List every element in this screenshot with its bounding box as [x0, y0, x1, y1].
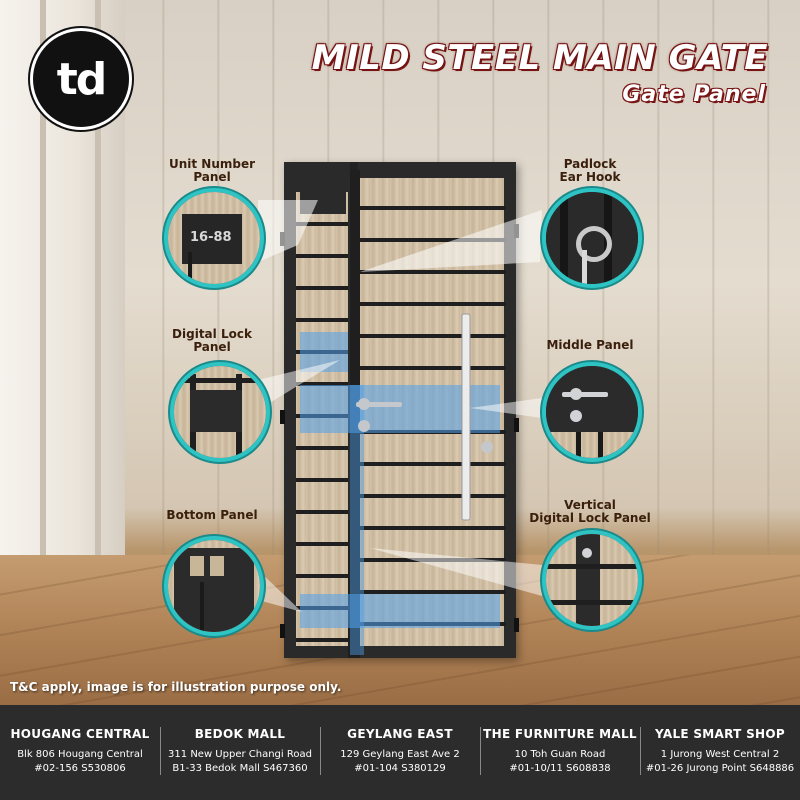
- digital-lock-label-line1: Digital Lock: [172, 327, 252, 341]
- padlock-shackle: [582, 250, 587, 284]
- zoom-window: [190, 556, 204, 576]
- zoom-lock-box: [190, 390, 242, 432]
- page-title: MILD STEEL MAIN GATE: [311, 38, 768, 78]
- middle-panel-label: Middle Panel: [538, 339, 642, 352]
- store-footer: HOUGANG CENTRAL Blk 806 Hougang Central …: [0, 705, 800, 800]
- store-address-line1: Blk 806 Hougang Central: [17, 749, 143, 760]
- zoom-keyhole: [570, 410, 582, 422]
- middle-panel-zoom[interactable]: [542, 362, 642, 462]
- digital-lock-zoom[interactable]: [170, 362, 270, 462]
- unit-number-plate: 16-88: [190, 230, 232, 245]
- zoom-lever: [562, 392, 608, 397]
- zoom-wood: [546, 432, 638, 458]
- brand-logo[interactable]: td: [30, 28, 132, 130]
- logo-text: td: [56, 53, 108, 105]
- store-address-line2: #01-26 Jurong Point S648886: [645, 763, 795, 774]
- vertical-lock-label-line2: Digital Lock Panel: [529, 511, 651, 525]
- zoom-bar: [576, 432, 581, 458]
- store-item[interactable]: HOUGANG CENTRAL Blk 806 Hougang Central …: [0, 705, 160, 800]
- digital-lock-label: Digital Lock Panel: [164, 328, 260, 354]
- vertical-lock-label: Vertical Digital Lock Panel: [522, 499, 658, 525]
- store-address-line2: #01-10/11 S608838: [509, 763, 611, 774]
- padlock-label: Padlock Ear Hook: [538, 158, 642, 184]
- store-name: BEDOK MALL: [194, 727, 286, 741]
- digital-lock-label-line2: Panel: [193, 340, 231, 354]
- bottom-panel-label: Bottom Panel: [160, 509, 264, 522]
- unit-number-label-line2: Panel: [193, 170, 231, 184]
- unit-number-label: Unit Number Panel: [160, 158, 264, 184]
- padlock-label-line1: Padlock: [563, 157, 617, 171]
- store-item[interactable]: BEDOK MALL 311 New Upper Changi Road B1-…: [160, 705, 320, 800]
- store-address-line2: #01-104 S380129: [354, 763, 446, 774]
- store-address-line1: 1 Jurong West Central 2: [660, 749, 780, 760]
- vertical-lock-zoom[interactable]: [542, 530, 642, 630]
- store-address-line2: #02-156 S530806: [34, 763, 126, 774]
- zoom-bar: [598, 432, 603, 458]
- window-mullion: [40, 0, 46, 560]
- store-name: HOUGANG CENTRAL: [10, 727, 150, 741]
- store-item[interactable]: YALE SMART SHOP 1 Jurong West Central 2 …: [640, 705, 800, 800]
- unit-number-zoom[interactable]: 16-88: [164, 188, 264, 288]
- padlock-zoom[interactable]: [542, 188, 642, 288]
- bottom-panel-zoom[interactable]: [164, 536, 264, 636]
- gate-bars: [258, 170, 542, 658]
- store-name: YALE SMART SHOP: [655, 727, 785, 741]
- zoom-bar: [560, 192, 568, 284]
- store-name: THE FURNITURE MALL: [483, 727, 637, 741]
- zoom-bar: [546, 600, 638, 605]
- disclaimer: T&C apply, image is for illustration pur…: [10, 680, 342, 694]
- middle-panel-label-line1: Middle Panel: [546, 338, 634, 352]
- store-item[interactable]: THE FURNITURE MALL 10 Toh Guan Road #01-…: [480, 705, 640, 800]
- zoom-window: [210, 556, 224, 576]
- zoom-keyhole: [582, 548, 592, 558]
- store-name: GEYLANG EAST: [347, 727, 453, 741]
- padlock-label-line2: Ear Hook: [559, 170, 621, 184]
- zoom-frame: [182, 214, 242, 264]
- zoom-knob: [570, 388, 582, 400]
- bottom-panel-label-line1: Bottom Panel: [166, 508, 258, 522]
- zoom-bar: [546, 564, 638, 569]
- unit-number-label-line1: Unit Number: [168, 157, 256, 171]
- window-mullion: [95, 0, 101, 560]
- page-subtitle: Gate Panel: [622, 82, 766, 107]
- zoom-bar: [200, 582, 204, 632]
- store-address-line1: 129 Geylang East Ave 2: [340, 749, 460, 760]
- vertical-lock-label-line1: Vertical: [564, 498, 616, 512]
- zoom-bar: [188, 252, 192, 284]
- zoom-bar: [174, 378, 266, 383]
- store-address-line1: 10 Toh Guan Road: [514, 749, 606, 760]
- store-address-line1: 311 New Upper Changi Road: [168, 749, 312, 760]
- store-item[interactable]: GEYLANG EAST 129 Geylang East Ave 2 #01-…: [320, 705, 480, 800]
- padlock-ring: [576, 226, 612, 262]
- store-address-line2: B1-33 Bedok Mall S467360: [172, 763, 308, 774]
